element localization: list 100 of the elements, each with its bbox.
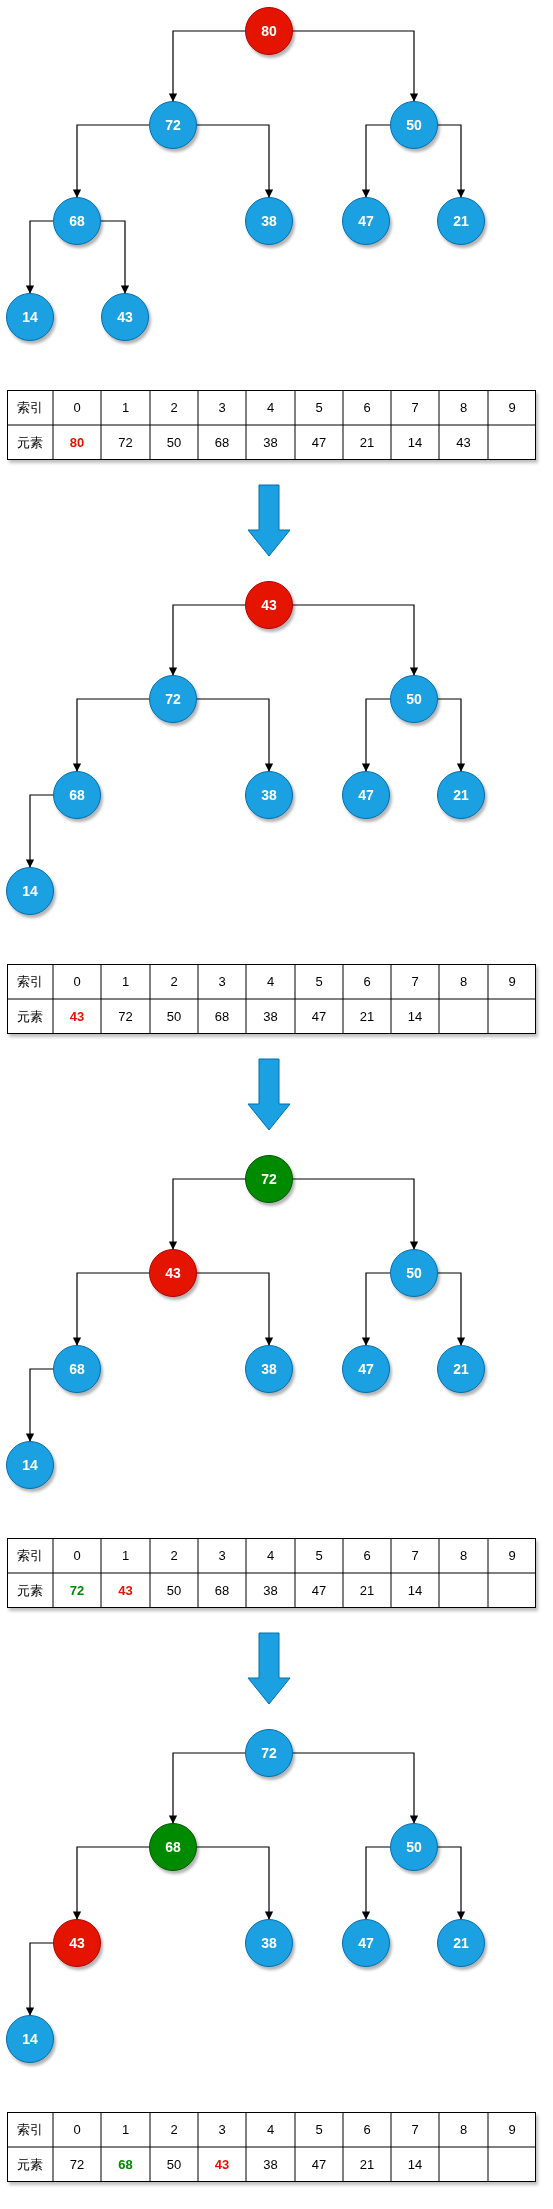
node-value: 72	[165, 691, 181, 707]
row-header: 索引	[16, 972, 44, 991]
index-cell-text: 0	[72, 973, 82, 991]
heap-node-circle	[245, 1919, 293, 1967]
heap-node-circle	[6, 2015, 54, 2063]
value-cell-text: 38	[262, 1008, 279, 1026]
index-cell-text: 4	[265, 399, 276, 417]
arrow	[196, 698, 274, 772]
row-header: 索引	[16, 2120, 44, 2139]
value-cell-text: 68	[213, 434, 231, 452]
heap-node-circle	[245, 197, 293, 245]
node-value: 14	[22, 1457, 38, 1473]
arrow	[168, 604, 246, 676]
value-cell-text: 50	[165, 2156, 183, 2174]
node-value: 43	[165, 1265, 181, 1281]
heap-node-circle	[437, 197, 485, 245]
index-cell-text: 0	[72, 1547, 82, 1565]
value-cell-text: 47	[310, 1582, 328, 1600]
arrow	[168, 1178, 246, 1250]
heap-node-circle	[390, 675, 438, 723]
arrow	[72, 1846, 150, 1920]
row-header: 元素	[16, 433, 44, 452]
node-value: 68	[69, 1361, 85, 1377]
node-value: 43	[117, 309, 133, 325]
arrow	[437, 1846, 466, 1920]
index-cell-text: 9	[507, 2121, 517, 2139]
heap-node-circle	[245, 1155, 293, 1203]
index-cell-text: 7	[410, 1547, 420, 1565]
arrow	[437, 1272, 466, 1346]
value-cell-text: 43	[455, 434, 472, 452]
node-value: 47	[358, 787, 374, 803]
index-cell-text: 1	[120, 399, 131, 417]
node-value: 50	[406, 117, 422, 133]
heap-node-circle	[437, 1345, 485, 1393]
heap-node-circle	[6, 867, 54, 915]
index-cell-text: 3	[217, 2121, 227, 2139]
value-cell-text: 43	[68, 1008, 86, 1026]
node-value: 72	[261, 1171, 277, 1187]
heap-node-circle	[342, 197, 390, 245]
index-cell-text: 1	[120, 2121, 131, 2139]
arrow	[168, 1752, 246, 1824]
index-cell-text: 9	[507, 973, 517, 991]
node-value: 72	[261, 1745, 277, 1761]
value-cell-text: 14	[406, 1582, 424, 1600]
value-cell-text: 14	[406, 2156, 424, 2174]
node-value: 14	[22, 309, 38, 325]
heap-node-circle	[53, 1919, 101, 1967]
node-value: 14	[22, 2031, 38, 2047]
heap-node-circle	[53, 1345, 101, 1393]
arrow	[168, 30, 246, 102]
value-cell-text: 21	[358, 1582, 376, 1600]
node-value: 21	[453, 787, 469, 803]
index-cell-text: 9	[507, 1547, 517, 1565]
heap-node-circle	[342, 771, 390, 819]
node-value: 50	[406, 691, 422, 707]
value-cell-text: 72	[68, 2156, 86, 2174]
index-cell-text: 2	[169, 399, 179, 417]
node-value: 21	[453, 213, 469, 229]
index-cell-text: 1	[120, 973, 131, 991]
value-cell-text: 50	[165, 434, 183, 452]
value-cell-text: 80	[68, 434, 86, 452]
row-header: 索引	[16, 398, 44, 417]
index-cell-text: 7	[410, 399, 420, 417]
arrow	[292, 30, 419, 102]
heap-node-circle	[245, 1729, 293, 1777]
index-cell-text: 2	[169, 973, 179, 991]
value-cell-text: 50	[165, 1008, 183, 1026]
index-cell-text: 4	[265, 2121, 276, 2139]
index-cell-text: 2	[169, 1547, 179, 1565]
heap-node-circle	[390, 1823, 438, 1871]
value-cell-text: 38	[262, 1582, 279, 1600]
node-value: 38	[261, 213, 277, 229]
heap-node-circle	[245, 1345, 293, 1393]
value-cell-text: 43	[117, 1582, 134, 1600]
node-value: 47	[358, 213, 374, 229]
index-cell-text: 7	[410, 973, 420, 991]
index-cell-text: 4	[265, 973, 276, 991]
value-cell-text: 47	[310, 1008, 328, 1026]
value-cell-text: 68	[117, 2156, 134, 2174]
index-cell-text: 7	[410, 2121, 420, 2139]
index-cell-text: 2	[169, 2121, 179, 2139]
heap-node-circle	[342, 1919, 390, 1967]
index-cell-text: 9	[507, 399, 517, 417]
node-value: 68	[165, 1839, 181, 1855]
index-cell-text: 5	[314, 2121, 324, 2139]
index-cell-text: 5	[314, 1547, 324, 1565]
arrow	[72, 698, 150, 772]
arrow	[361, 124, 391, 198]
value-cell-text: 38	[262, 434, 279, 452]
arrow	[25, 220, 54, 294]
node-value: 68	[69, 787, 85, 803]
node-value: 14	[22, 883, 38, 899]
node-value: 80	[261, 23, 277, 39]
heap-node-circle	[245, 771, 293, 819]
index-cell-text: 0	[72, 2121, 82, 2139]
index-cell-text: 3	[217, 399, 227, 417]
value-cell-text: 72	[117, 1008, 134, 1026]
value-cell-text: 47	[310, 2156, 328, 2174]
heap-node-circle	[149, 101, 197, 149]
arrow	[100, 220, 130, 294]
